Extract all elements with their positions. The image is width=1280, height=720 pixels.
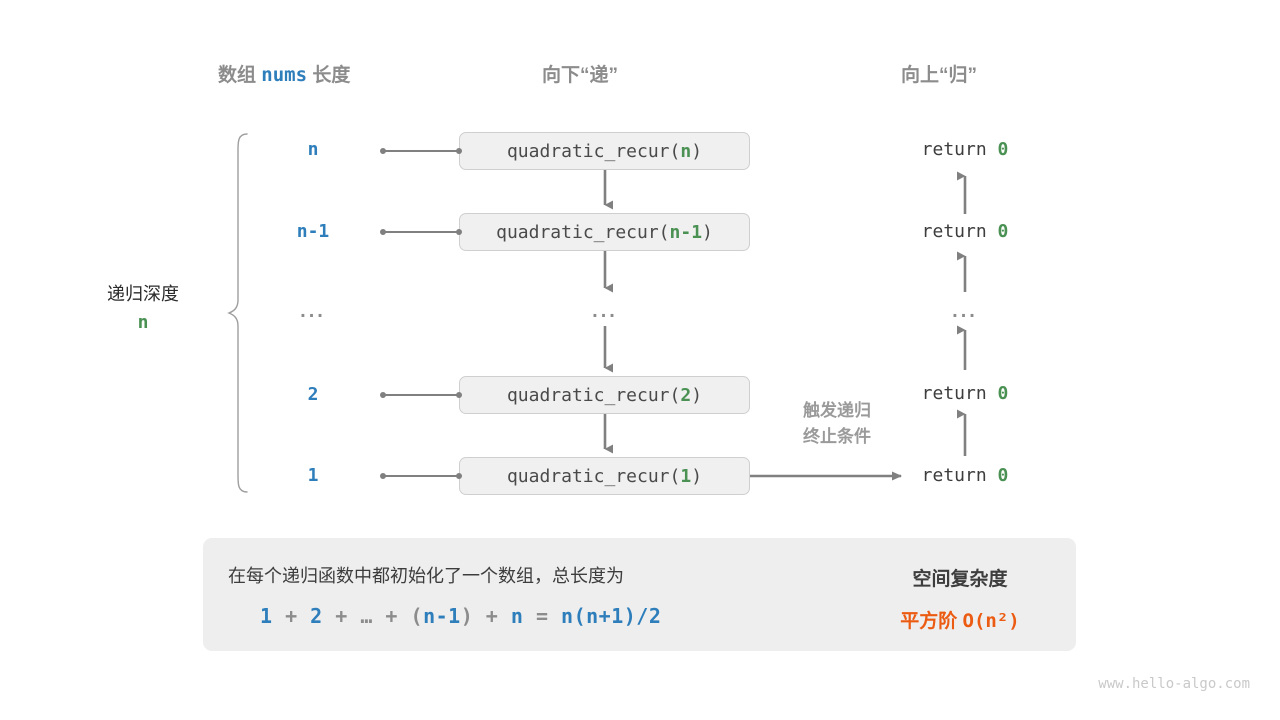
function-box-row-2-ellipsis: ... [592, 300, 618, 322]
watermark: www.hello-algo.com [1098, 676, 1250, 692]
header-left-code: nums [261, 64, 308, 86]
recursion-depth-value: n [137, 311, 149, 333]
return-row-4: return 0 [865, 465, 1065, 486]
formula-op-4: + [473, 604, 511, 628]
formula-term-4: n [510, 604, 524, 628]
depth-value-row-3: 2 [307, 384, 319, 405]
formula-rparen: ) [460, 604, 474, 628]
return-row-3: return 0 [865, 383, 1065, 404]
summary-result-value: 平方阶 O(n²) [830, 606, 1090, 633]
fn-suffix: ) [691, 465, 703, 487]
termination-trigger-label: 触发递归 终止条件 [762, 398, 912, 451]
depth-brace-icon [227, 133, 248, 493]
return-value: 0 [997, 221, 1009, 242]
formula-lparen: ( [410, 604, 424, 628]
depth-value-row-2: ... [300, 300, 326, 322]
header-left-pre: 数组 [218, 65, 262, 86]
summary-panel [203, 538, 1076, 651]
formula-ellipsis: … [360, 604, 373, 628]
function-box-row-0[interactable]: quadratic_recur(n) [459, 132, 750, 170]
header-left-post: 长度 [307, 65, 351, 86]
complexity-big-o: O(n²) [962, 610, 1020, 632]
header-descend: 向下“递” [542, 65, 619, 86]
fn-prefix: quadratic_recur( [506, 384, 681, 406]
function-box-row-3[interactable]: quadratic_recur(2) [459, 376, 750, 414]
leader-dot-start-1 [380, 229, 386, 235]
return-row-1: return 0 [865, 221, 1065, 242]
fn-prefix: quadratic_recur( [506, 140, 681, 162]
depth-value-row-0: n [307, 139, 319, 160]
fn-arg: n-1 [669, 221, 703, 243]
formula-op-2: + [322, 604, 361, 628]
header-array-length: 数组 nums 长度 [218, 60, 350, 87]
return-keyword: return [921, 383, 998, 404]
fn-suffix: ) [691, 140, 703, 162]
return-keyword: return [921, 221, 998, 242]
function-box-row-1[interactable]: quadratic_recur(n-1) [459, 213, 750, 251]
leader-dot-start-0 [380, 148, 386, 154]
fn-arg: n [680, 140, 692, 162]
summary-formula: 1 + 2 + … + (n-1) + n = n(n+1)/2 [260, 604, 661, 628]
leader-dot-start-4 [380, 473, 386, 479]
formula-term-3: n-1 [423, 604, 461, 628]
header-ascend: 向上“归” [901, 65, 978, 86]
recursion-depth-label: 递归深度 n [68, 281, 218, 337]
return-row-0: return 0 [865, 139, 1065, 160]
formula-op-3: + [372, 604, 411, 628]
recursion-depth-text: 递归深度 [107, 284, 179, 304]
depth-value-row-4: 1 [307, 465, 319, 486]
trigger-line-1: 触发递归 [803, 401, 871, 420]
fn-prefix: quadratic_recur( [506, 465, 681, 487]
formula-term-1: 1 [260, 604, 273, 628]
return-keyword: return [921, 139, 998, 160]
fn-arg: 1 [680, 465, 692, 487]
function-box-row-4[interactable]: quadratic_recur(1) [459, 457, 750, 495]
formula-term-2: 2 [310, 604, 323, 628]
return-row-2-ellipsis: ... [952, 300, 978, 322]
fn-prefix: quadratic_recur( [496, 221, 670, 243]
return-value: 0 [997, 139, 1009, 160]
fn-arg: 2 [680, 384, 692, 406]
leader-dot-start-3 [380, 392, 386, 398]
return-value: 0 [997, 383, 1009, 404]
return-keyword: return [921, 465, 998, 486]
depth-value-row-1: n-1 [296, 221, 330, 242]
trigger-line-2: 终止条件 [803, 427, 871, 447]
formula-op-1: + [272, 604, 311, 628]
fn-suffix: ) [702, 221, 713, 243]
fn-suffix: ) [691, 384, 703, 406]
summary-result-title: 空间复杂度 [912, 569, 1008, 590]
formula-equals: = [523, 604, 562, 628]
complexity-label: 平方阶 [900, 611, 963, 632]
formula-term-5: n(n+1)/2 [561, 604, 662, 628]
summary-description: 在每个递归函数中都初始化了一个数组，总长度为 [228, 566, 624, 586]
return-value: 0 [997, 465, 1009, 486]
